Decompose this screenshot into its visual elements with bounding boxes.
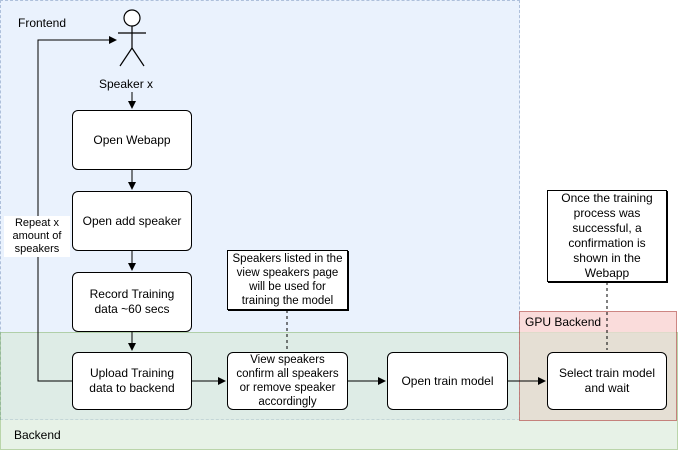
open-webapp-node[interactable]: Open Webapp [72, 110, 192, 170]
loop-label: Repeat x amount of speakers [4, 216, 70, 257]
actor-figure [118, 9, 146, 67]
backend-lane-label: Backend [14, 428, 61, 442]
speakers-listed-note: Speakers listed in the view speakers pag… [227, 250, 348, 310]
record-training-node[interactable]: Record Training data ~60 secs [72, 272, 192, 332]
upload-training-node[interactable]: Upload Training data to backend [72, 352, 192, 410]
open-train-model-node[interactable]: Open train model [387, 352, 508, 410]
view-speakers-node[interactable]: View speakers confirm all speakers or re… [227, 352, 348, 410]
select-train-model-node[interactable]: Select train model and wait [547, 352, 667, 410]
gpu-backend-lane-label: GPU Backend [525, 315, 602, 329]
open-add-speaker-node[interactable]: Open add speaker [72, 191, 192, 251]
actor-label: Speaker x [99, 77, 154, 91]
edge-loop-back [37, 36, 117, 382]
training-success-note: Once the training process was successful… [547, 190, 667, 282]
frontend-lane-label: Frontend [18, 16, 67, 30]
